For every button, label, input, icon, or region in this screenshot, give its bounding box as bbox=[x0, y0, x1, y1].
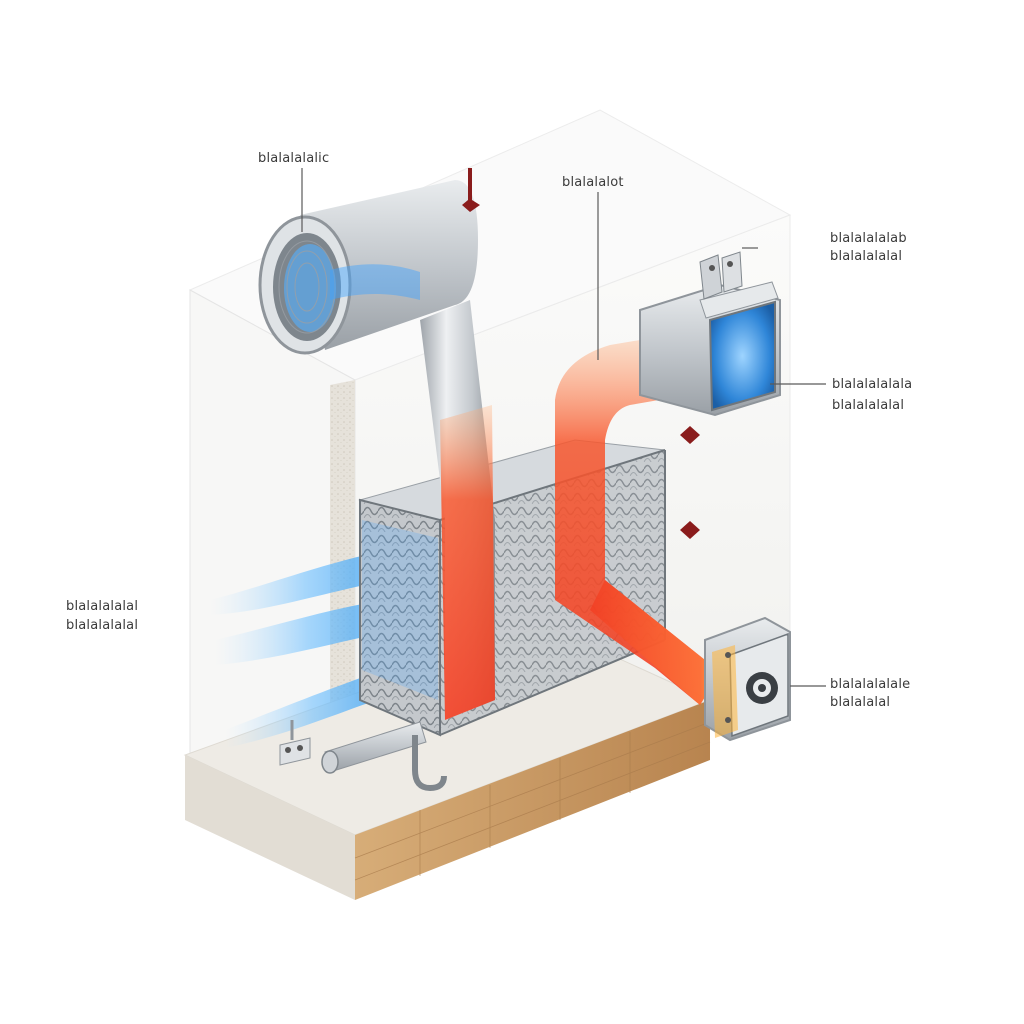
marker-arrow-icon bbox=[462, 168, 480, 212]
hot-airflow bbox=[555, 330, 720, 705]
callout-mid-right: blalalalalala blalalalalal bbox=[832, 377, 917, 413]
marker-arrow-icon bbox=[680, 426, 700, 444]
callout-upper-right: blalalalalab blalalalalal bbox=[830, 231, 911, 264]
cold-airflow bbox=[210, 548, 400, 748]
direction-markers bbox=[462, 168, 700, 539]
callout-top-left: blalalalalic bbox=[258, 151, 329, 166]
drain-pipe-icon bbox=[279, 720, 447, 792]
vent-box-icon bbox=[639, 251, 781, 417]
duct-elbow-icon bbox=[258, 180, 495, 720]
fan-unit-icon bbox=[704, 616, 791, 742]
callout-left: blalalalalal blalalalalal bbox=[66, 599, 143, 633]
callout-labels: blalalalalic blalalalot blalalalalab bla… bbox=[66, 151, 917, 710]
marker-arrow-icon bbox=[680, 521, 700, 539]
leader-lines bbox=[301, 168, 826, 687]
callout-bottom-right: blalalalalale blalalalal bbox=[830, 677, 915, 710]
callout-top-center: blalalalot bbox=[562, 175, 624, 190]
